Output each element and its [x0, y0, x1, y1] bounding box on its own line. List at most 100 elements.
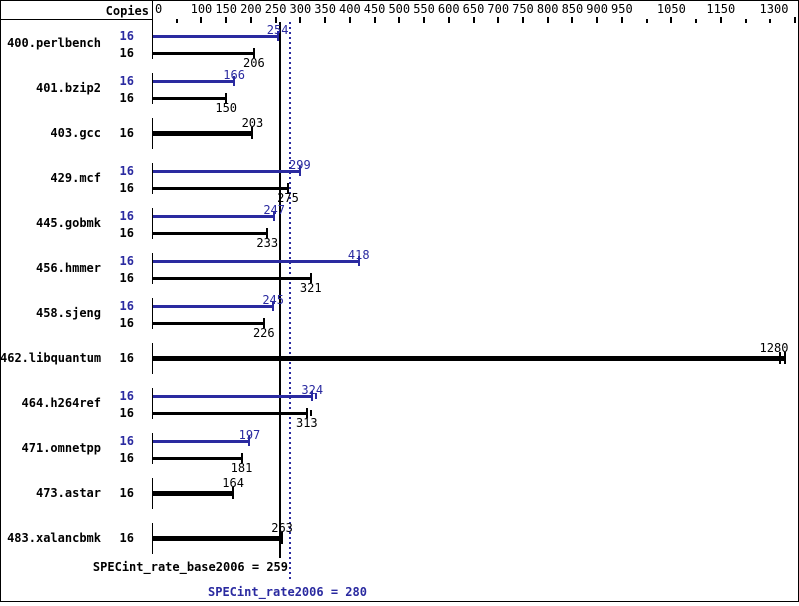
axis-tick-550 — [423, 17, 426, 23]
axis-label-150: 150 — [215, 2, 238, 16]
base-end-tick — [784, 352, 787, 364]
base-bar — [153, 187, 289, 190]
refline-peak — [289, 22, 292, 582]
axis-label-1050: 1050 — [656, 2, 686, 16]
axis-label-450: 450 — [363, 2, 386, 16]
copies-value-peak: 16 — [119, 209, 134, 223]
base-value-label: 321 — [299, 281, 322, 295]
axis-segment — [152, 523, 153, 554]
peak-bar — [153, 170, 300, 173]
base-end-tick — [287, 183, 290, 193]
copies-value-peak: 16 — [119, 164, 134, 178]
axis-label-850: 850 — [561, 2, 584, 16]
axis-minor-tick-1250 — [769, 19, 772, 23]
copies-value-peak: 16 — [119, 434, 134, 448]
axis-tick-250 — [274, 17, 277, 23]
peak-end-tick — [357, 256, 360, 266]
base-value-label: 263 — [271, 521, 293, 535]
axis-label-300: 300 — [289, 2, 312, 16]
base-bar — [153, 491, 234, 496]
axis-tick-800 — [546, 17, 549, 23]
copies-value-peak: 16 — [119, 74, 134, 88]
peak-end-tick — [273, 211, 276, 221]
peak-value-label: 418 — [347, 248, 370, 262]
peak-value-label: 166 — [223, 68, 245, 82]
axis-label-550: 550 — [413, 2, 435, 16]
axis-label-0: 0 — [155, 2, 163, 16]
copies-value-base: 16 — [119, 226, 134, 240]
base-bar — [153, 322, 264, 325]
benchmark-label: 458.sjeng — [35, 306, 101, 320]
axis-label-900: 900 — [586, 2, 608, 16]
base-bar — [153, 232, 268, 235]
peak-end-tick — [233, 76, 236, 86]
copies-value: 16 — [119, 531, 134, 545]
axis-label-100: 100 — [190, 2, 213, 16]
copies-value-peak: 16 — [119, 389, 134, 403]
axis-tick-200 — [249, 17, 252, 23]
axis-segment — [152, 388, 153, 419]
axis-segment — [152, 343, 153, 374]
axis-tick-900 — [596, 17, 599, 23]
axis-label-200: 200 — [240, 2, 262, 16]
benchmark-label: 473.astar — [35, 486, 101, 500]
axis-tick-650 — [472, 17, 475, 23]
axis-segment — [152, 118, 153, 149]
axis-label-1300: 1300 — [759, 2, 789, 16]
peak-end-tick — [272, 301, 275, 311]
axis-segment — [152, 163, 153, 194]
axis-label-800: 800 — [536, 2, 559, 16]
axis-label-350: 350 — [314, 2, 336, 16]
axis-tick-1050 — [670, 17, 673, 23]
base-bar — [153, 356, 786, 361]
base-end-tick — [266, 228, 269, 238]
base-extra-tick — [309, 410, 312, 416]
copies-value-peak: 16 — [119, 299, 134, 313]
benchmark-label: 462.libquantum — [0, 351, 102, 365]
peak-bar — [153, 395, 313, 398]
header-underline — [0, 19, 152, 20]
base-value-label: 206 — [243, 56, 265, 70]
copies-value-peak: 16 — [119, 29, 134, 43]
base-value-label: 226 — [252, 326, 275, 340]
axis-tick-750 — [521, 17, 524, 23]
refline-base — [279, 22, 282, 558]
plot-left-axis-top — [152, 0, 153, 29]
benchmark-label: 471.omnetpp — [21, 441, 101, 455]
summary-peak-score: SPECint_rate2006 = 280 — [208, 585, 367, 599]
peak-value-label: 324 — [301, 383, 324, 397]
base-value-label: 181 — [230, 461, 253, 475]
base-end-tick — [281, 532, 284, 544]
axis-segment — [152, 73, 153, 104]
axis-label-600: 600 — [437, 2, 460, 16]
axis-label-1150: 1150 — [706, 2, 736, 16]
axis-label-650: 650 — [462, 2, 485, 16]
copies-column-header: Copies — [105, 4, 149, 18]
copies-value-base: 16 — [119, 316, 134, 330]
base-value-label: 233 — [256, 236, 279, 250]
axis-minor-tick-1200 — [744, 19, 747, 23]
benchmark-label: 456.hmmer — [35, 261, 101, 275]
peak-bar — [153, 305, 274, 308]
benchmark-label: 445.gobmk — [35, 216, 101, 230]
base-value-label: 1280 — [759, 341, 789, 355]
peak-bar — [153, 260, 359, 263]
axis-segment — [152, 253, 153, 284]
axis-minor-tick-50 — [175, 19, 178, 23]
base-value-label: 313 — [295, 416, 318, 430]
peak-extra-tick — [315, 393, 318, 399]
base-bar — [153, 97, 227, 100]
base-value-label: 275 — [277, 191, 299, 205]
base-end-tick — [309, 273, 312, 283]
copies-value: 16 — [119, 126, 134, 140]
benchmark-label: 483.xalancbmk — [7, 531, 101, 545]
axis-tick-100 — [200, 17, 203, 23]
axis-minor-tick-1000 — [645, 19, 648, 23]
base-end-tick — [262, 318, 265, 328]
base-end-tick — [232, 487, 235, 499]
copies-value: 16 — [119, 351, 134, 365]
base-bar — [153, 536, 283, 541]
axis-tick-150 — [225, 17, 228, 23]
benchmark-label: 403.gcc — [50, 126, 101, 140]
